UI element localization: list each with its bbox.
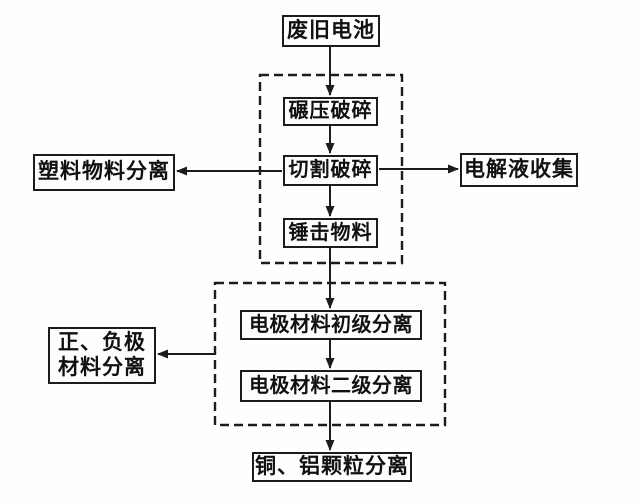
- node-electrode-secondary-separation: 电极材料二级分离: [240, 370, 422, 402]
- node-cutting-crushing: 切割破碎: [283, 155, 378, 186]
- node-electrode-primary-separation: 电极材料初级分离: [240, 310, 422, 340]
- node-waste-battery: 废旧电池: [282, 15, 380, 47]
- node-roll-crushing: 碾压破碎: [283, 97, 378, 126]
- node-cu-al-particle-separation: 铜、铝颗粒分离: [252, 452, 412, 482]
- node-plastic-material-separation: 塑料物料分离: [33, 154, 175, 191]
- node-hammer-material: 锤击物料: [283, 218, 378, 248]
- node-electrolyte-collection: 电解液收集: [460, 153, 578, 187]
- pos-neg-line2: 材料分离: [58, 355, 146, 379]
- pos-neg-line1: 正、负极: [58, 331, 146, 355]
- node-pos-neg-material-separation: 正、负极 材料分离: [48, 327, 156, 384]
